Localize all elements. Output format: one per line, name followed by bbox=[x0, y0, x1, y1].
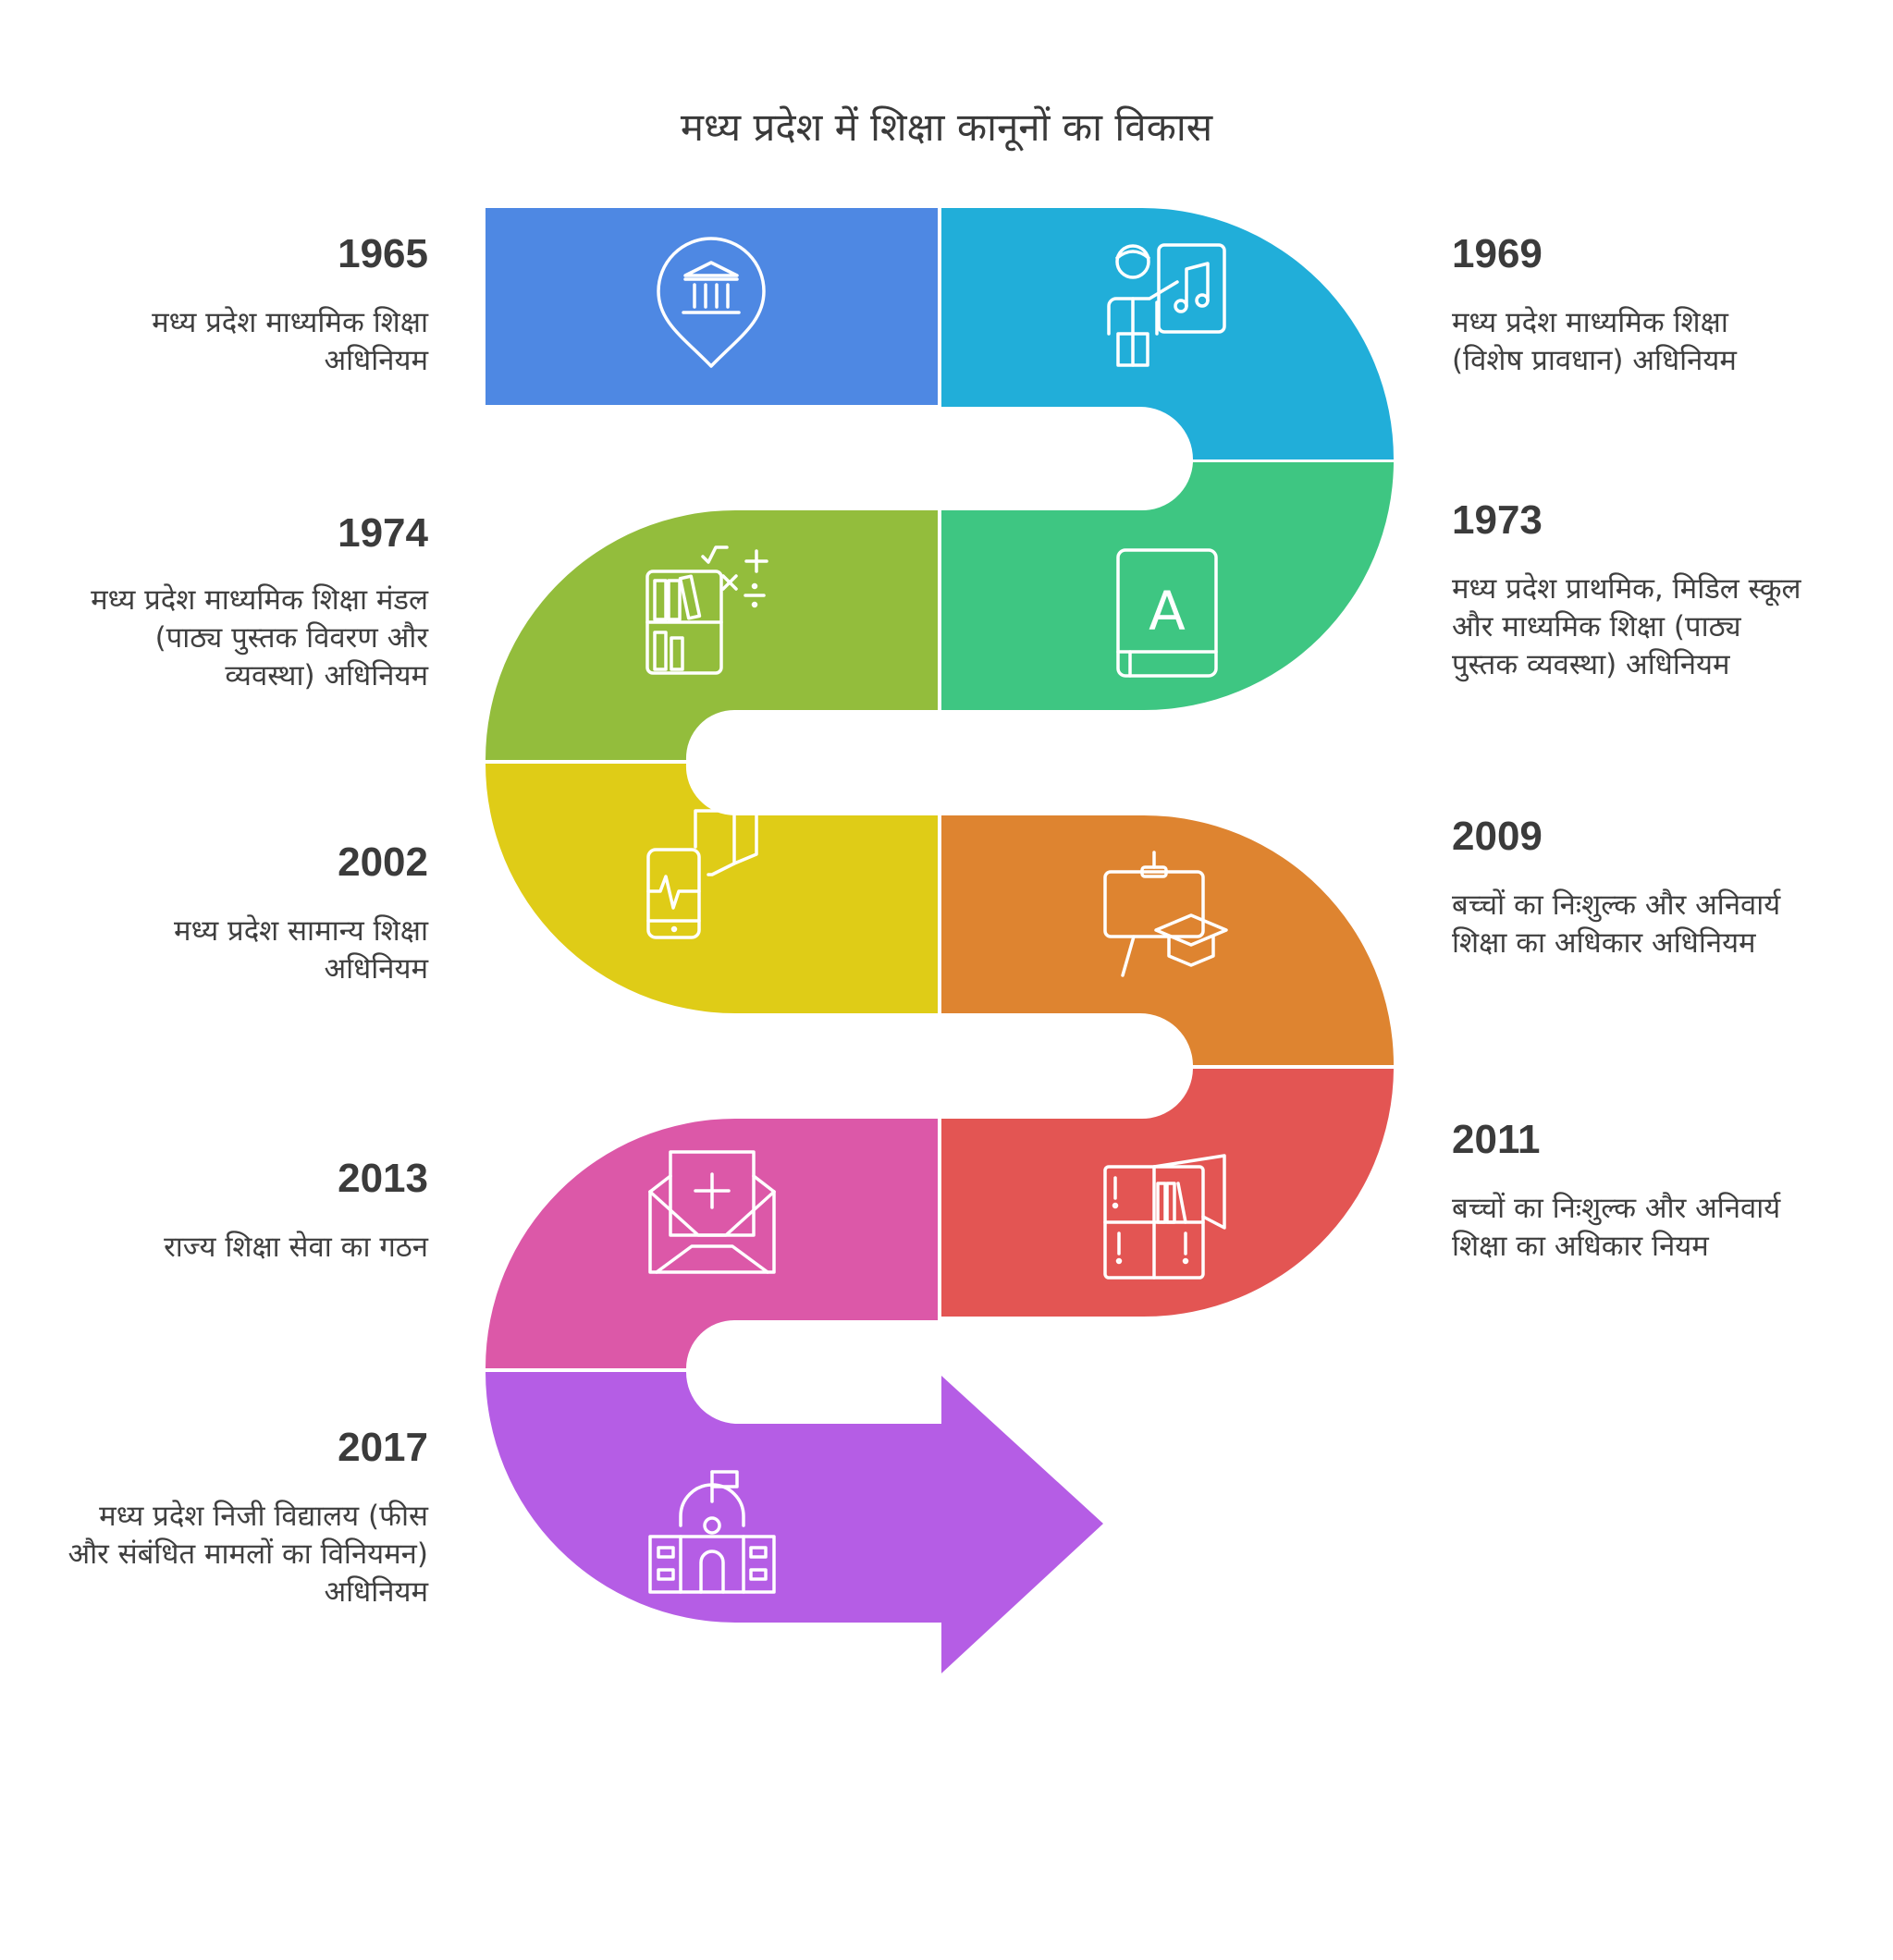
milestone-2009: 2009 बच्चों का निःशुल्क और अनिवार्य शिक्… bbox=[1452, 813, 1803, 962]
milestone-year: 1973 bbox=[1452, 497, 1543, 543]
milestone-2002: 2002 मध्य प्रदेश सामान्य शिक्षा अधिनियम bbox=[77, 839, 428, 988]
segment-1973 bbox=[941, 462, 1394, 711]
milestone-description: मध्य प्रदेश प्राथमिक, मिडिल स्कूल और माध… bbox=[1452, 572, 1801, 681]
milestone-description: मध्य प्रदेश निजी विद्यालय (फीस और संबंधि… bbox=[68, 1500, 428, 1609]
milestone-description: बच्चों का निःशुल्क और अनिवार्य शिक्षा का… bbox=[1452, 888, 1781, 960]
bookshelf-math-icon bbox=[645, 545, 768, 675]
cabinet-books-icon bbox=[1103, 1154, 1226, 1280]
milestone-description: मध्य प्रदेश माध्यमिक शिक्षा अधिनियम bbox=[152, 306, 428, 377]
envelope-plus-icon bbox=[648, 1150, 776, 1274]
milestone-1969: 1969 मध्य प्रदेश माध्यमिक शिक्षा (विशेष … bbox=[1452, 230, 1803, 380]
music-teacher-board-icon bbox=[1107, 243, 1226, 367]
milestone-year: 2002 bbox=[338, 839, 428, 885]
easel-graduation-cap-icon bbox=[1103, 851, 1228, 977]
phone-open-book-icon bbox=[646, 809, 758, 939]
milestone-description: मध्य प्रदेश माध्यमिक शिक्षा मंडल (पाठ्य … bbox=[91, 583, 428, 692]
milestone-2017: 2017 मध्य प्रदेश निजी विद्यालय (फीस और स… bbox=[58, 1424, 428, 1611]
milestone-year: 1974 bbox=[338, 510, 428, 556]
bank-location-pin-icon bbox=[657, 237, 766, 368]
milestone-year: 2017 bbox=[338, 1425, 428, 1470]
milestone-year: 2013 bbox=[338, 1156, 428, 1201]
milestone-year: 2009 bbox=[1452, 814, 1543, 859]
page-title: मध्य प्रदेश में शिक्षा कानूनों का विकास bbox=[680, 104, 1213, 150]
segment-1969 bbox=[941, 208, 1394, 459]
milestone-1974: 1974 मध्य प्रदेश माध्यमिक शिक्षा मंडल (प… bbox=[77, 509, 428, 695]
segment-1965 bbox=[486, 208, 938, 405]
segment-2002 bbox=[486, 764, 938, 1013]
milestone-description: बच्चों का निःशुल्क और अनिवार्य शिक्षा का… bbox=[1452, 1192, 1781, 1263]
milestone-year: 2011 bbox=[1452, 1117, 1541, 1162]
milestone-1965: 1965 मध्य प्रदेश माध्यमिक शिक्षा अधिनियम bbox=[77, 230, 428, 380]
book-letter: A bbox=[1149, 580, 1186, 643]
milestone-description: मध्य प्रदेश सामान्य शिक्षा अधिनियम bbox=[174, 914, 428, 986]
milestone-1973: 1973 मध्य प्रदेश प्राथमिक, मिडिल स्कूल औ… bbox=[1452, 496, 1803, 684]
segment-1974 bbox=[486, 510, 938, 760]
milestone-year: 1969 bbox=[1452, 231, 1543, 276]
school-building-icon bbox=[648, 1470, 776, 1594]
milestone-2011: 2011 बच्चों का निःशुल्क और अनिवार्य शिक्… bbox=[1452, 1116, 1803, 1266]
milestone-2013: 2013 राज्य शिक्षा सेवा का गठन bbox=[77, 1155, 428, 1267]
segment-2013 bbox=[486, 1119, 938, 1368]
milestone-year: 1965 bbox=[338, 231, 428, 276]
milestone-description: राज्य शिक्षा सेवा का गठन bbox=[164, 1231, 428, 1264]
segment-2017 bbox=[486, 1372, 1103, 1673]
milestone-description: मध्य प्रदेश माध्यमिक शिक्षा (विशेष प्राव… bbox=[1452, 306, 1737, 377]
alphabet-book-icon: A bbox=[1116, 548, 1218, 678]
